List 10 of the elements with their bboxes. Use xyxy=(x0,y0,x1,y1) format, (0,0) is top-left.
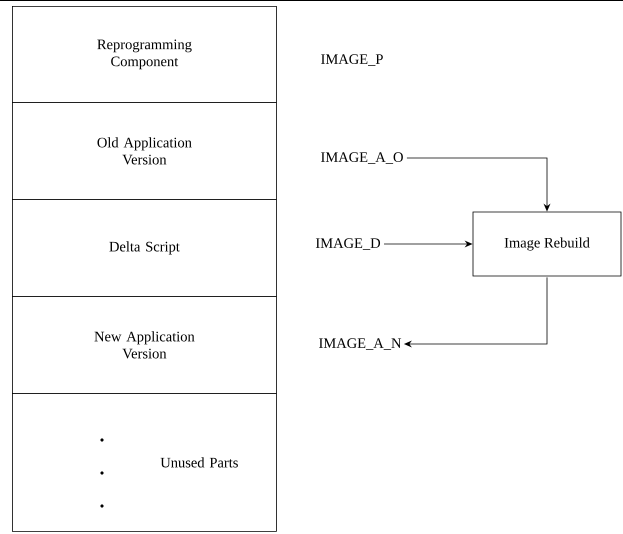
image-label: IMAGE_P xyxy=(321,54,383,66)
image-label: IMAGE_A_N xyxy=(319,338,402,350)
memory-cell: Unused Parts xyxy=(12,393,277,532)
memory-cell: New Application Version xyxy=(12,296,277,394)
process-box: Image Rebuild xyxy=(472,212,622,276)
memory-cell: Reprogramming Component xyxy=(12,6,277,103)
memory-cell: Delta Script xyxy=(12,199,277,297)
image-label: IMAGE_A_O xyxy=(321,152,403,164)
image-label: IMAGE_D xyxy=(316,238,380,250)
memory-cell: Old Application Version xyxy=(12,102,277,200)
